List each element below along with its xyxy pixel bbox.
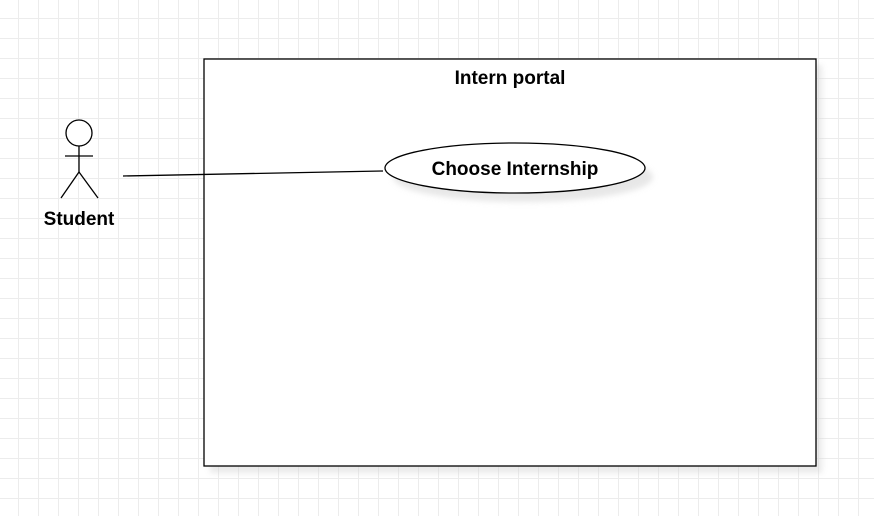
use-case-ellipse[interactable] [384,142,646,194]
association-line[interactable] [122,170,384,177]
system-boundary-box[interactable] [203,58,817,467]
use-case-choose-internship[interactable]: Choose Internship [384,142,653,202]
system-boundary[interactable]: Intern portal [203,58,822,473]
actor-stick-figure-icon [60,119,99,199]
actor-student[interactable]: Student [44,119,115,230]
actor-label: Student [44,209,115,230]
use-case-label: Choose Internship [432,159,599,180]
system-boundary-title: Intern portal [455,68,566,89]
